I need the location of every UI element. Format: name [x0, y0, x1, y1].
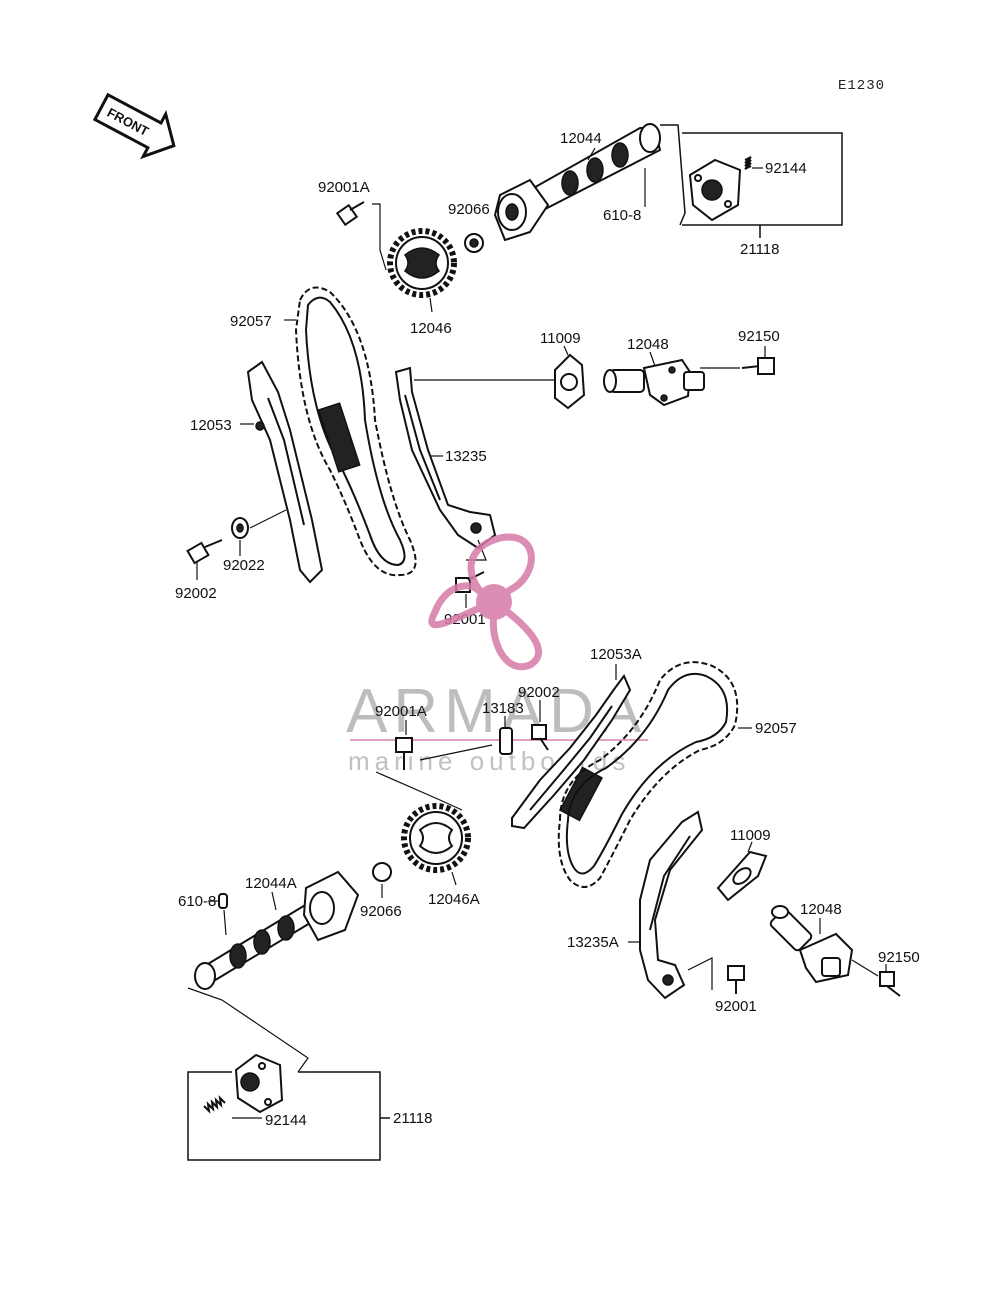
weight-assy-upper	[688, 158, 742, 222]
bolt-92002-lower	[531, 724, 549, 751]
label-92150-lower: 92150	[878, 949, 920, 966]
gasket-upper	[554, 353, 586, 410]
bolt-92001a-upper	[335, 201, 365, 227]
gasket-lower	[716, 850, 768, 902]
tensioner-upper	[603, 358, 705, 407]
diagram-code: E1230	[838, 78, 885, 94]
sprocket-lower	[401, 803, 471, 873]
chain-guide-upper	[246, 360, 324, 584]
timing-chain-lower	[557, 661, 739, 888]
label-11009-lower: 11009	[730, 827, 771, 844]
label-92066-lower: 92066	[360, 903, 402, 920]
label-92001a-lower: 92001A	[375, 703, 427, 720]
label-12048-upper: 12048	[627, 336, 669, 353]
chain-guide-rear-upper	[394, 366, 497, 550]
label-92022-upper: 92022	[223, 557, 265, 574]
camshaft-lower	[194, 870, 360, 990]
label-21118-upper: 21118	[740, 241, 780, 258]
pin-lower	[218, 893, 228, 909]
label-92001a-upper: 92001A	[318, 179, 370, 196]
label-92150-upper: 92150	[738, 328, 780, 345]
stopper-lower	[499, 727, 513, 755]
label-11009-upper: 11009	[540, 330, 581, 347]
label-12046a-lower: 12046A	[428, 891, 480, 908]
collar-upper	[464, 233, 484, 253]
label-92002-upper: 92002	[175, 585, 217, 602]
label-21118-lower: 21118	[393, 1110, 433, 1127]
label-12044a-lower: 12044A	[245, 875, 297, 892]
spring-icon-upper	[744, 156, 752, 170]
label-92001-lower: 92001	[715, 998, 757, 1015]
label-12053-upper: 12053	[190, 417, 232, 434]
label-92057-upper: 92057	[230, 313, 272, 330]
label-92066-upper: 92066	[448, 201, 490, 218]
label-92144-upper: 92144	[765, 160, 807, 177]
label-610-8-upper: 610-8	[603, 207, 641, 224]
label-13183-lower: 13183	[482, 700, 524, 717]
label-12046-upper: 12046	[410, 320, 452, 337]
bolt-92150-lower	[879, 971, 901, 997]
bolt-92002-upper	[186, 539, 223, 565]
bolt-92150-upper	[741, 357, 775, 375]
front-arrow-icon: FRONT	[92, 92, 176, 160]
label-92144-lower: 92144	[265, 1112, 307, 1129]
bolt-92001a-lower	[395, 737, 413, 770]
label-12044: 12044	[560, 130, 602, 147]
sprocket-upper	[387, 228, 457, 298]
label-12048-lower: 12048	[800, 901, 842, 918]
label-92057-lower: 92057	[755, 720, 797, 737]
tensioner-lower	[769, 905, 854, 984]
chain-guide-rear-lower	[639, 810, 704, 1000]
label-13235a-lower: 13235A	[567, 934, 619, 951]
label-13235-upper: 13235	[445, 448, 487, 465]
collar-lower	[372, 862, 392, 882]
label-12053a-lower: 12053A	[590, 646, 642, 663]
label-92002-lower: 92002	[518, 684, 560, 701]
spring-icon-lower	[203, 1095, 226, 1114]
washer-upper	[231, 517, 249, 539]
weight-assy-lower	[234, 1053, 284, 1114]
timing-chain-upper	[294, 286, 417, 577]
bolt-92001-lower	[727, 965, 745, 994]
camshaft-upper	[493, 123, 662, 242]
armada-logo-icon	[428, 533, 542, 671]
label-610-8-lower: 610-8	[178, 893, 216, 910]
